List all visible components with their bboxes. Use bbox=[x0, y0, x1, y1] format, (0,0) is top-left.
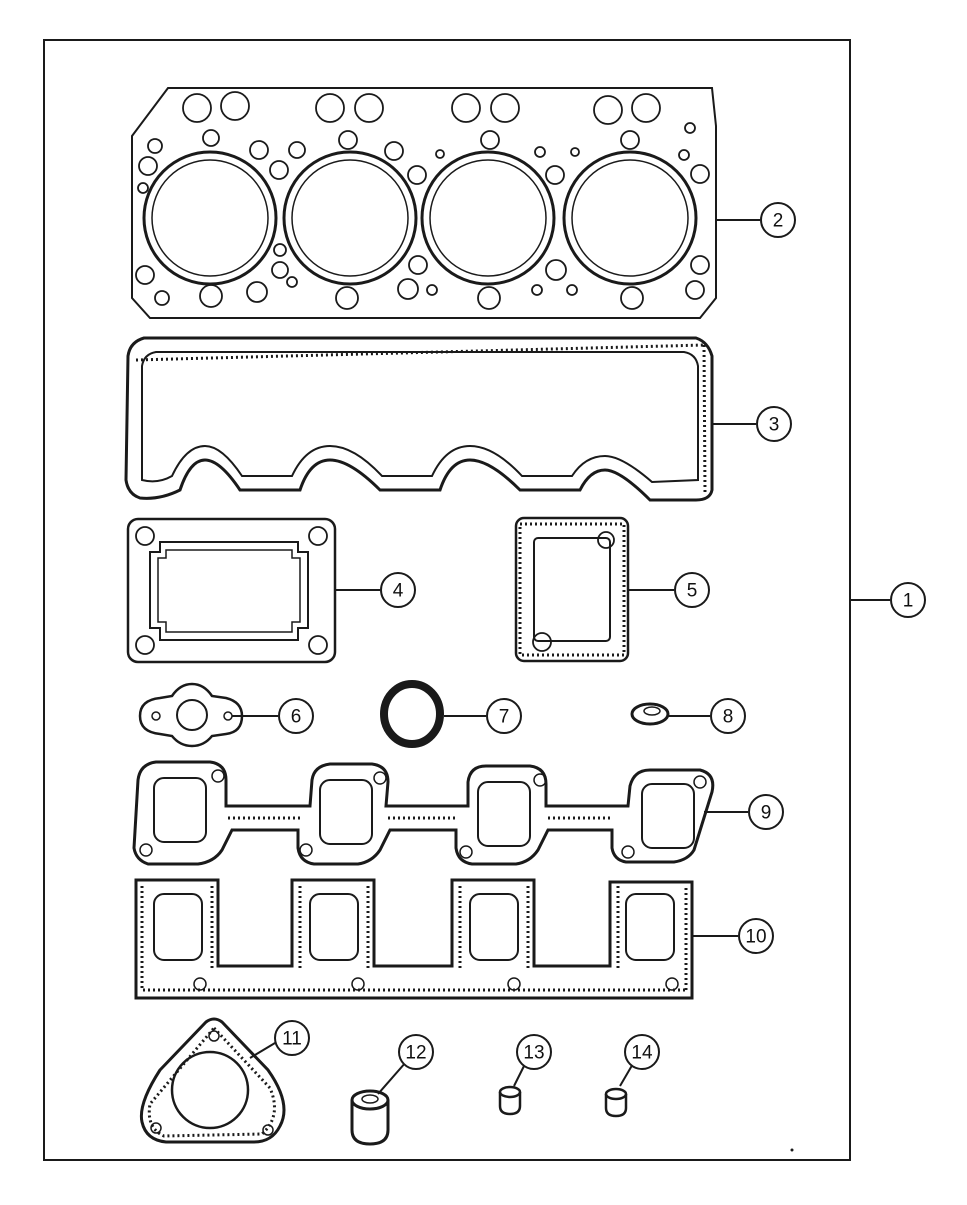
callout-3: 3 bbox=[756, 406, 792, 442]
callout-8-label: 8 bbox=[723, 707, 734, 728]
flange-gasket bbox=[138, 682, 244, 748]
callout-14-label: 14 bbox=[631, 1043, 653, 1064]
callout-7: 7 bbox=[486, 698, 522, 734]
callout-3-label: 3 bbox=[769, 415, 780, 436]
callout-9-label: 9 bbox=[761, 803, 772, 824]
oil-seal-ring bbox=[380, 680, 444, 748]
cylinder-bores bbox=[142, 150, 698, 286]
callout-12-label: 12 bbox=[405, 1043, 426, 1064]
valve-stem-seal-small-13 bbox=[498, 1085, 522, 1116]
callout-10: 10 bbox=[738, 918, 774, 954]
callout-6-label: 6 bbox=[291, 707, 302, 728]
callout-1-label: 1 bbox=[903, 591, 914, 612]
callout-5: 5 bbox=[674, 572, 710, 608]
callout-6: 6 bbox=[278, 698, 314, 734]
callout-11-label: 11 bbox=[282, 1029, 302, 1050]
callout-4: 4 bbox=[380, 572, 416, 608]
triangular-flange-gasket bbox=[139, 1017, 286, 1144]
valve-stem-seal-small-14 bbox=[604, 1087, 628, 1118]
callout-8: 8 bbox=[710, 698, 746, 734]
callout-5-label: 5 bbox=[687, 581, 698, 602]
callout-11: 11 bbox=[274, 1020, 310, 1056]
grommet bbox=[630, 702, 670, 726]
callout-7-label: 7 bbox=[499, 707, 510, 728]
callout-2: 2 bbox=[760, 202, 796, 238]
intake-manifold-gasket bbox=[134, 878, 694, 1000]
valve-cover-gasket bbox=[124, 336, 714, 502]
callout-2-label: 2 bbox=[773, 211, 784, 232]
small-cover-gasket bbox=[514, 516, 630, 663]
callout-13-label: 13 bbox=[523, 1043, 544, 1064]
head-bolt-holes bbox=[135, 91, 710, 310]
rectangular-cover-gasket bbox=[126, 517, 337, 664]
exhaust-manifold-gasket bbox=[132, 760, 715, 866]
callout-1: 1 bbox=[890, 582, 926, 618]
leader-lines bbox=[232, 219, 890, 1152]
kit-frame bbox=[43, 39, 851, 1161]
cylinder-head-gasket bbox=[131, 87, 717, 319]
valve-stem-seal-large bbox=[350, 1089, 390, 1146]
callout-10-label: 10 bbox=[745, 927, 766, 948]
callout-4-label: 4 bbox=[393, 581, 404, 602]
callout-12: 12 bbox=[398, 1034, 434, 1070]
callout-9: 9 bbox=[748, 794, 784, 830]
callout-14: 14 bbox=[624, 1034, 660, 1070]
callout-13: 13 bbox=[516, 1034, 552, 1070]
